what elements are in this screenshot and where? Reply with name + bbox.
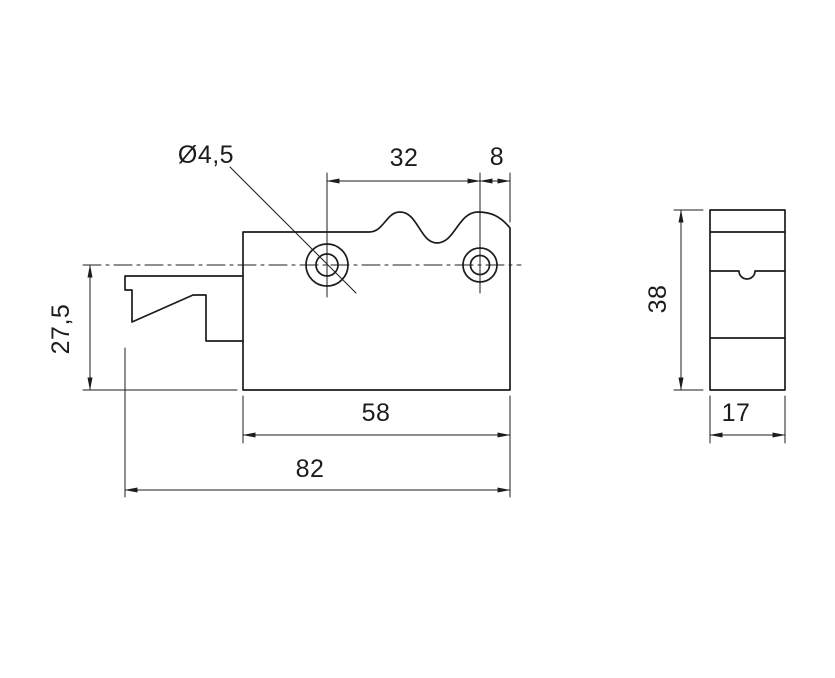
label-hole-diameter: Ø4,5 (178, 141, 234, 169)
label-centerline-to-bottom: 27,5 (47, 304, 75, 355)
front-body-outline (242, 211, 511, 391)
label-overall-height: 38 (644, 285, 672, 314)
side-view-notch-line (709, 270, 786, 280)
dimension-labels: Ø4,5 32 8 27,5 58 82 38 17 (47, 141, 750, 483)
side-view-outline (709, 209, 786, 391)
extension-lines-front (82, 347, 511, 498)
extension-lines-side (673, 209, 786, 444)
label-depth: 17 (722, 399, 751, 427)
side-view (709, 209, 786, 391)
front-view (124, 211, 511, 391)
side-view-annotations (673, 209, 786, 444)
label-hole-pitch: 32 (390, 144, 419, 172)
front-view-annotations (82, 166, 522, 498)
label-hole-edge-offset: 8 (490, 143, 504, 171)
label-body-width: 58 (362, 399, 391, 427)
label-overall-width: 82 (296, 455, 325, 483)
hook-protrusion-outline (124, 275, 244, 342)
diameter-leader-line (229, 166, 357, 294)
